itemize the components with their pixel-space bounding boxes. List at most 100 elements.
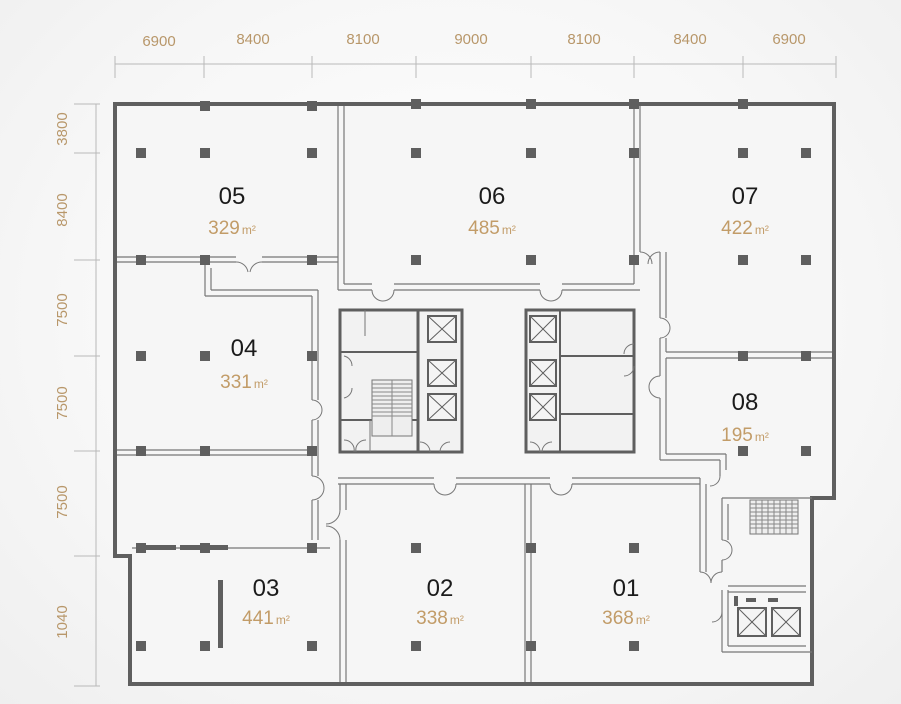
column-41 bbox=[411, 99, 421, 109]
column-5 bbox=[526, 148, 536, 158]
left-service-core bbox=[338, 308, 464, 454]
left-dim-2: 8400 bbox=[54, 193, 71, 226]
column-8 bbox=[801, 148, 811, 158]
column-47 bbox=[136, 543, 146, 553]
column-32 bbox=[629, 543, 639, 553]
column-18 bbox=[200, 351, 210, 361]
unit-03-unit: m² bbox=[276, 613, 290, 627]
top-dimension-line bbox=[114, 56, 837, 78]
top-dim-1: 6900 bbox=[142, 33, 175, 50]
unit-08-unit: m² bbox=[755, 430, 769, 444]
left-dim-4: 7500 bbox=[54, 386, 71, 419]
left-core-stair bbox=[372, 380, 412, 436]
column-48 bbox=[200, 543, 210, 553]
column-15 bbox=[738, 255, 748, 265]
column-13 bbox=[526, 255, 536, 265]
column-39 bbox=[200, 101, 210, 111]
column-44 bbox=[738, 99, 748, 109]
column-4 bbox=[411, 148, 421, 158]
column-42 bbox=[526, 99, 536, 109]
column-36 bbox=[411, 641, 421, 651]
column-43 bbox=[629, 99, 639, 109]
left-dimension-labels: 3800 8400 7500 7500 7500 1040 bbox=[54, 112, 71, 638]
top-dim-3: 8100 bbox=[346, 31, 379, 48]
corner-stair-lift bbox=[734, 499, 801, 637]
column-22 bbox=[136, 446, 146, 456]
top-dim-4: 9000 bbox=[454, 31, 487, 48]
left-core-elevators bbox=[427, 315, 457, 421]
top-dim-2: 8400 bbox=[236, 31, 269, 48]
column-34 bbox=[200, 641, 210, 651]
column-3 bbox=[307, 148, 317, 158]
unit-05-unit: m² bbox=[242, 223, 256, 237]
unit-08-id: 08 bbox=[732, 389, 759, 416]
column-23 bbox=[200, 446, 210, 456]
left-dim-1: 3800 bbox=[54, 112, 71, 145]
unit-01-area: 368 bbox=[602, 608, 634, 629]
column-30 bbox=[411, 543, 421, 553]
column-1 bbox=[136, 148, 146, 158]
right-service-core bbox=[524, 308, 636, 454]
column-25 bbox=[738, 446, 748, 456]
column-16 bbox=[801, 255, 811, 265]
unit-02-area: 338 bbox=[416, 608, 448, 629]
left-dim-6: 1040 bbox=[54, 605, 71, 638]
column-11 bbox=[307, 255, 317, 265]
structural-columns bbox=[136, 99, 811, 651]
unit-02-id: 02 bbox=[427, 575, 454, 602]
column-10 bbox=[200, 255, 210, 265]
column-46 bbox=[307, 446, 317, 456]
column-40 bbox=[307, 101, 317, 111]
column-12 bbox=[411, 255, 421, 265]
column-33 bbox=[136, 641, 146, 651]
top-dim-5: 8100 bbox=[567, 31, 600, 48]
outer-wall bbox=[113, 102, 836, 686]
column-7 bbox=[738, 148, 748, 158]
unit-07-unit: m² bbox=[755, 223, 769, 237]
column-14 bbox=[629, 255, 639, 265]
column-9 bbox=[136, 255, 146, 265]
column-29 bbox=[307, 543, 317, 553]
unit-05-id: 05 bbox=[219, 183, 246, 210]
column-6 bbox=[629, 148, 639, 158]
column-26 bbox=[801, 446, 811, 456]
unit-06-id: 06 bbox=[479, 183, 506, 210]
unit-02-unit: m² bbox=[450, 613, 464, 627]
unit-03-area: 441 bbox=[242, 608, 274, 629]
left-dim-3: 7500 bbox=[54, 293, 71, 326]
top-dim-6: 8400 bbox=[673, 31, 706, 48]
column-38 bbox=[629, 641, 639, 651]
unit-01-unit: m² bbox=[636, 613, 650, 627]
unit-08-area: 195 bbox=[721, 425, 753, 446]
unit-07-id: 07 bbox=[732, 183, 759, 210]
unit-03-id: 03 bbox=[253, 575, 280, 602]
door-swings bbox=[235, 251, 733, 623]
column-37 bbox=[526, 641, 536, 651]
unit-07-area: 422 bbox=[721, 218, 753, 239]
top-dimension-labels: 6900 8400 8100 9000 8100 8400 6900 bbox=[142, 31, 805, 50]
column-21 bbox=[801, 351, 811, 361]
column-20 bbox=[738, 351, 748, 361]
column-2 bbox=[200, 148, 210, 158]
unit-06-area: 485 bbox=[468, 218, 500, 239]
column-35 bbox=[307, 641, 317, 651]
left-dimension-line bbox=[74, 103, 100, 687]
unit-05-area: 329 bbox=[208, 218, 240, 239]
unit-04-unit: m² bbox=[254, 377, 268, 391]
column-45 bbox=[307, 351, 317, 361]
column-17 bbox=[136, 351, 146, 361]
unit-01-id: 01 bbox=[613, 575, 640, 602]
left-dim-5: 7500 bbox=[54, 485, 71, 518]
unit-04-area: 331 bbox=[220, 372, 252, 393]
column-31 bbox=[526, 543, 536, 553]
